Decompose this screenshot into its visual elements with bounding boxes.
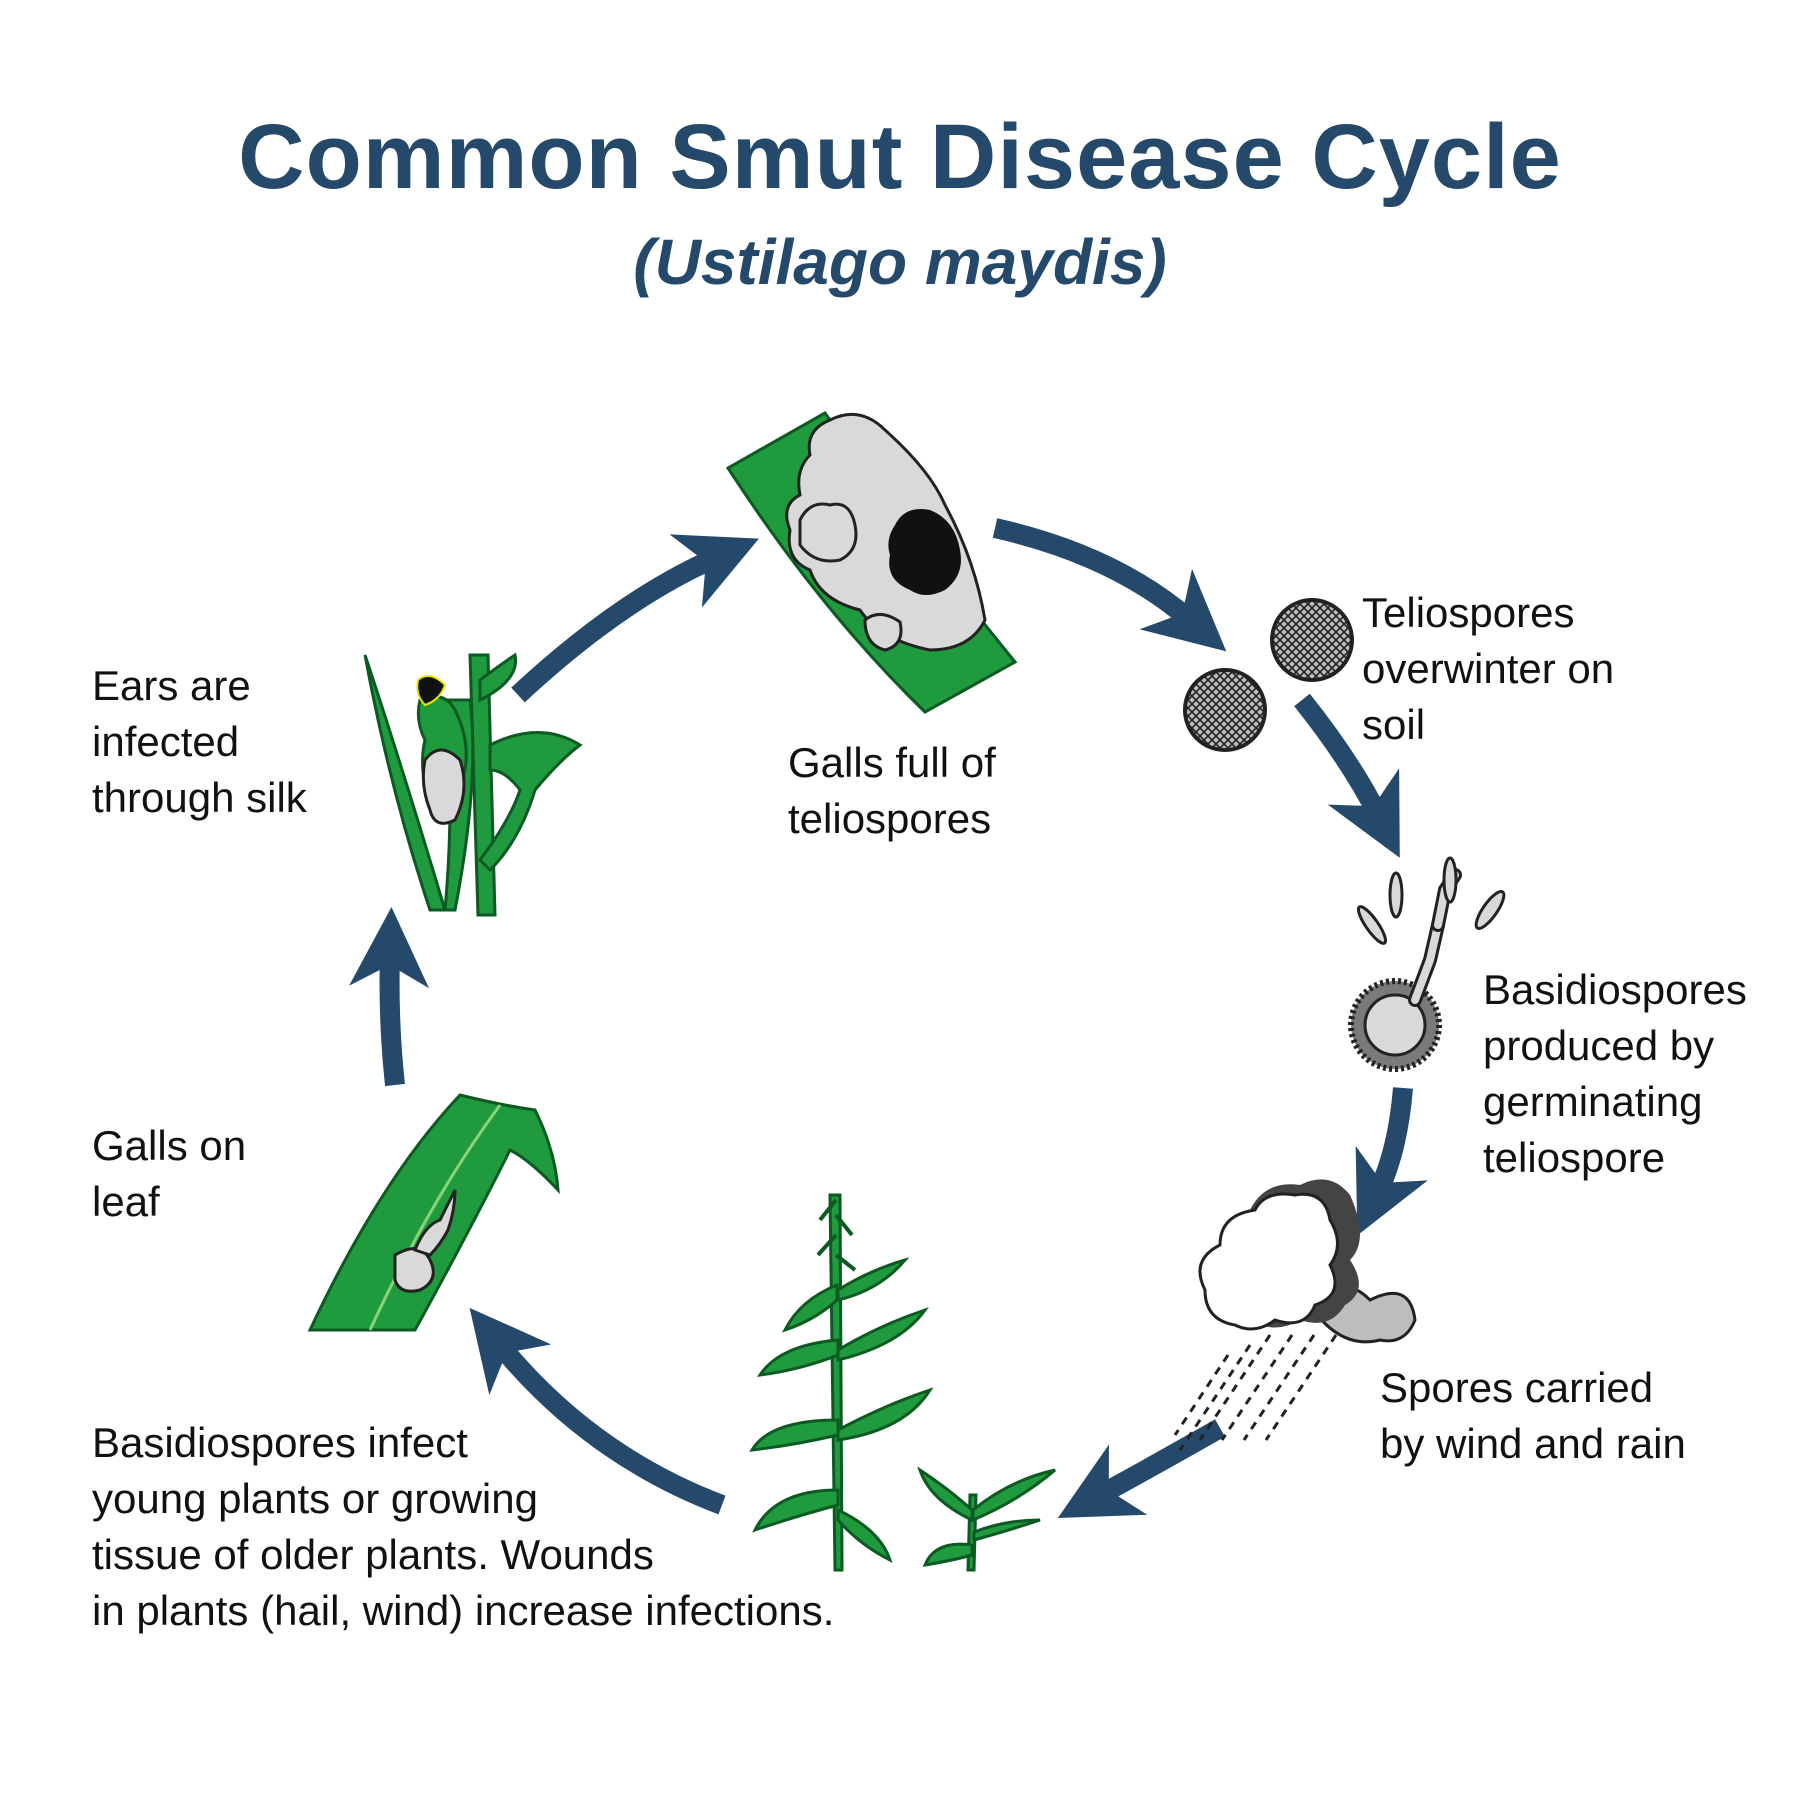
diagram-title: Common Smut Disease Cycle — [238, 106, 1562, 208]
arrow-plants-to-leaf — [469, 1307, 726, 1515]
galls-leaf-illustration — [725, 411, 1018, 714]
label-teliospores-overwinter: Teliospores overwinter on soil — [1362, 589, 1615, 748]
label-spores-carried: Spores carried by wind and rain — [1380, 1364, 1686, 1467]
arrow-galls-to-teliospores — [992, 518, 1227, 652]
cloud-rain-illustration — [1173, 1179, 1417, 1451]
corn-plants-illustration — [749, 1193, 1056, 1572]
rain-icon — [1173, 1334, 1338, 1451]
infected-ear-illustration — [363, 652, 583, 917]
arrow-ears-to-galls — [511, 534, 759, 703]
germinating-teliospore-illustration — [1348, 856, 1506, 1072]
teliospores-illustration — [1183, 598, 1354, 752]
cycle-arrows — [349, 518, 1428, 1518]
label-basidiospores-produced: Basidiospores produced by germinating te… — [1483, 966, 1747, 1181]
label-galls-full: Galls full of teliospores — [788, 739, 996, 842]
label-basidiospores-infect: Basidiospores infect young plants or gro… — [92, 1419, 835, 1634]
teliospore-icon — [1270, 598, 1354, 682]
teliospore-icon — [1183, 668, 1267, 752]
label-galls-on-leaf: Galls on leaf — [92, 1122, 247, 1225]
label-ears-infected: Ears are infected through silk — [92, 662, 307, 821]
leaf-galls-illustration — [307, 1093, 560, 1332]
arrow-spores-to-plants — [1057, 1419, 1225, 1518]
diagram-subtitle: (Ustilago maydis) — [633, 226, 1167, 298]
arrow-basidiospores-to-spores — [1355, 1087, 1428, 1236]
arrow-leaf-to-ears — [349, 907, 429, 1087]
arrow-teliospores-to-basidiospores — [1294, 693, 1400, 858]
